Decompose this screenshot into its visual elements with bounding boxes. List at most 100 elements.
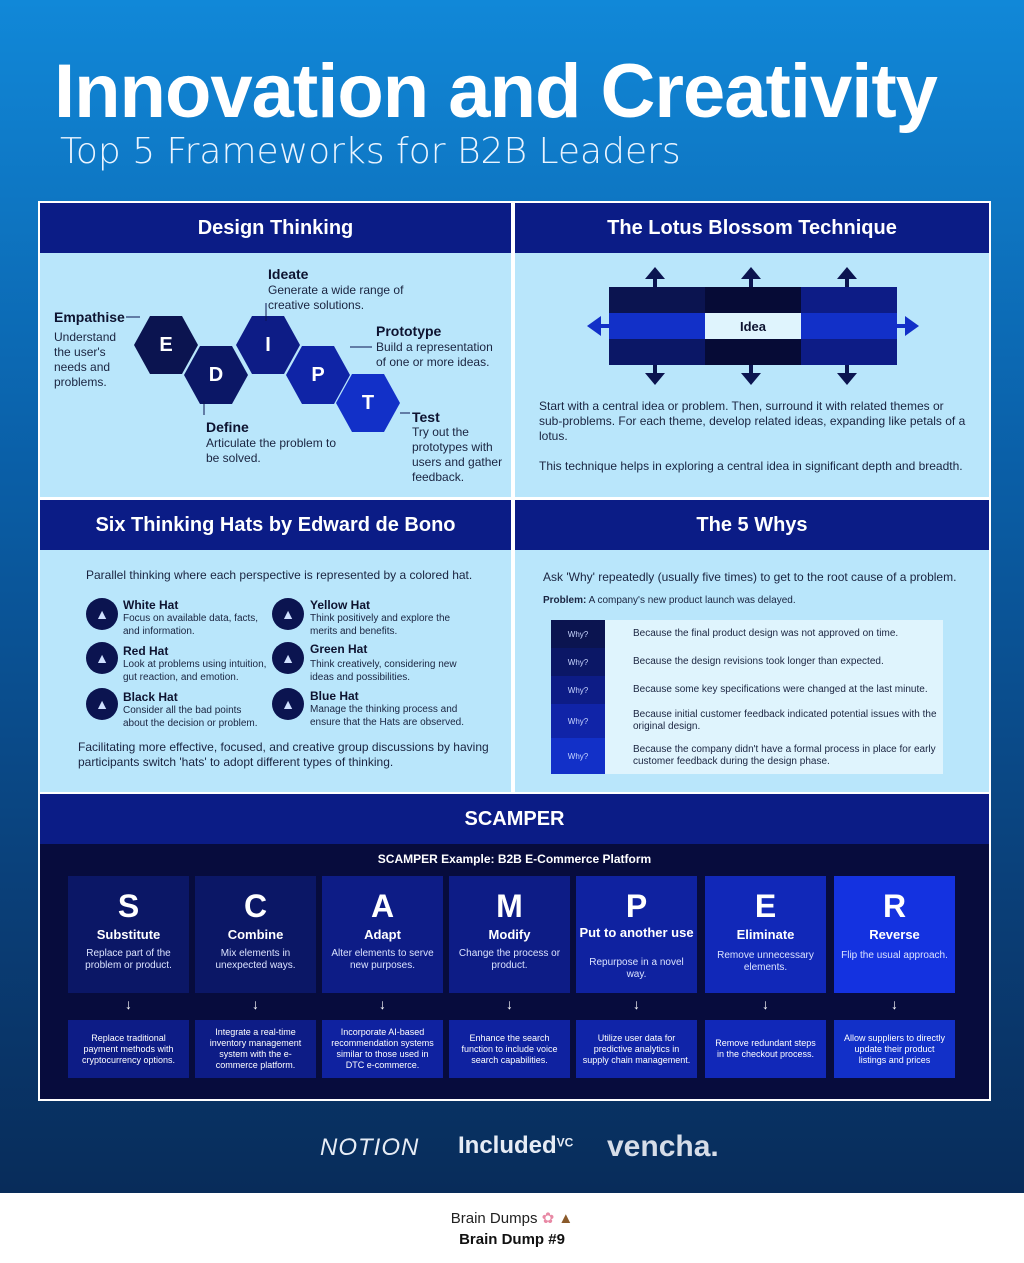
footer-brain-dumps: Brain Dumps <box>450 1210 538 1227</box>
brain-icon: ✿ <box>541 1210 555 1227</box>
card-desc: Flip the usual approach. <box>841 950 948 961</box>
page-subtitle: Top 5 Frameworks for B2B Leaders <box>60 131 681 172</box>
card-desc: Change the process or product. <box>458 948 561 971</box>
red-hat-name: Red Hat <box>123 644 169 658</box>
card-desc: Remove unnecessary elements. <box>717 950 814 973</box>
infographic-poster: Innovation and Creativity Top 5 Framewor… <box>0 0 1024 1193</box>
yellow-hat-desc: Think positively and explore the merits … <box>310 613 451 637</box>
scamper-example-c: Integrate a real-time inventory manageme… <box>195 1020 316 1078</box>
scamper-card-c: C Combine Mix elements in unexpected way… <box>195 876 316 993</box>
red-hat-icon: ▲ <box>86 642 118 674</box>
green-hat-name: Green Hat <box>310 642 368 656</box>
card-desc: Mix elements in unexpected ways. <box>215 948 296 971</box>
why-text-5: Because the company didn't have a formal… <box>633 744 936 767</box>
scamper-card-p: P Put to another use Repurpose in a nove… <box>576 876 697 993</box>
card-letter: M <box>496 888 523 924</box>
down-arrow-icon: ↓ <box>633 996 640 1012</box>
scamper-card-a: A Adapt Alter elements to serve new purp… <box>322 876 443 993</box>
footer: Brain Dumps ✿ ▲ Brain Dump #9 <box>0 1193 1024 1263</box>
design-thinking-title: Design Thinking <box>40 203 511 253</box>
footer-line-2: Brain Dump #9 <box>459 1231 565 1248</box>
yellow-hat-icon: ▲ <box>272 598 304 630</box>
footer-line-1: Brain Dumps ✿ ▲ <box>0 1209 1024 1227</box>
scamper-example-s: Replace traditional payment methods with… <box>68 1020 189 1078</box>
card-letter: P <box>625 888 648 924</box>
included-logo-text: Included <box>458 1132 557 1159</box>
scamper-card-e: E Eliminate Remove unnecessary elements. <box>705 876 826 993</box>
card-letter: R <box>882 888 907 924</box>
why-text-4: Because initial customer feedback indica… <box>633 709 937 732</box>
card-name: Combine <box>227 927 284 942</box>
prototype-desc: Build a representation of one or more id… <box>376 340 493 369</box>
design-thinking-connectors <box>126 303 410 415</box>
included-vc-logo: IncludedVC <box>458 1132 573 1160</box>
red-hat-desc: Look at problems using intuition, gut re… <box>123 659 267 683</box>
problem-label: Problem: <box>543 595 587 606</box>
whys-title: The 5 Whys <box>515 500 989 550</box>
prototype-label: Prototype <box>376 323 442 339</box>
lotus-grid: Idea <box>609 287 897 365</box>
scamper-example-m: Enhance the search function to include v… <box>449 1020 570 1078</box>
scamper-card-s: S Substitute Replace part of the problem… <box>68 876 189 993</box>
scamper-panel: SCAMPER SCAMPER Example: B2B E-Commerce … <box>38 792 991 1101</box>
white-hat-icon: ▲ <box>86 598 118 630</box>
hats-title: Six Thinking Hats by Edward de Bono <box>40 500 511 550</box>
hats-outro: Facilitating more effective, focused, an… <box>78 740 489 769</box>
page-title: Innovation and Creativity <box>54 49 938 134</box>
card-name: Put to another use <box>579 925 694 940</box>
lotus-desc-1: Start with a central idea or problem. Th… <box>539 399 966 443</box>
green-hat-icon: ▲ <box>272 642 304 674</box>
partner-logos: NOTION IncludedVC vencha. <box>0 1128 1024 1168</box>
why-tag: Why? <box>551 704 605 738</box>
why-tag: Why? <box>551 738 605 774</box>
white-hat-name: White Hat <box>123 598 179 612</box>
scamper-subtitle: SCAMPER Example: B2B E-Commerce Platform <box>377 852 652 866</box>
black-hat-icon: ▲ <box>86 688 118 720</box>
empathise-desc: Understand the user's needs and problems… <box>54 330 117 389</box>
scamper-card-r: R Reverse Flip the usual approach. <box>834 876 955 993</box>
hats-intro: Parallel thinking where each perspective… <box>86 568 473 582</box>
down-arrow-icon: ↓ <box>379 996 386 1012</box>
card-name: Substitute <box>96 927 161 942</box>
why-row-2: Why? Because the design revisions took l… <box>551 648 943 676</box>
card-desc: Replace part of the problem or product. <box>85 948 172 971</box>
card-desc: Alter elements to serve new purposes. <box>331 948 434 971</box>
card-desc: Repurpose in a novel way. <box>589 957 684 980</box>
empathise-label: Empathise <box>54 309 125 325</box>
down-arrow-icon: ↓ <box>125 996 132 1012</box>
test-label: Test <box>412 409 440 425</box>
scamper-card-m: M Modify Change the process or product. <box>449 876 570 993</box>
why-row-3: Why? Because some key specifications wer… <box>551 676 943 704</box>
down-arrow-icon: ↓ <box>252 996 259 1012</box>
down-arrow-icon: ↓ <box>762 996 769 1012</box>
scamper-example-p: Utilize user data for predictive analyti… <box>576 1020 697 1078</box>
ideate-desc: Generate a wide range of creative soluti… <box>268 283 404 312</box>
black-hat-name: Black Hat <box>123 690 178 704</box>
lotus-center-idea: Idea <box>705 313 801 339</box>
define-desc: Articulate the problem to be solved. <box>206 436 337 465</box>
card-letter: E <box>754 888 777 924</box>
down-arrow-icon: ↓ <box>891 996 898 1012</box>
scamper-example-r: Allow suppliers to directly update their… <box>834 1020 955 1078</box>
blue-hat-icon: ▲ <box>272 688 304 720</box>
define-label: Define <box>206 419 249 435</box>
why-tag: Why? <box>551 676 605 704</box>
notion-logo: NOTION <box>320 1134 420 1161</box>
poop-icon: ▲ <box>558 1210 574 1227</box>
design-thinking-panel: Design Thinking E D I P T Empathise Unde… <box>38 201 513 499</box>
green-hat-desc: Think creatively, considering new ideas … <box>310 659 457 683</box>
lotus-panel: The Lotus Blossom Technique Idea <box>513 201 991 499</box>
black-hat-desc: Consider all the bad points about the de… <box>123 705 258 729</box>
card-name: Modify <box>488 927 531 942</box>
why-tag: Why? <box>551 648 605 676</box>
card-letter: S <box>117 888 140 924</box>
included-logo-sup: VC <box>556 1135 574 1150</box>
why-tag: Why? <box>551 620 605 648</box>
hats-panel: Six Thinking Hats by Edward de Bono Para… <box>38 498 513 794</box>
why-text-1: Because the final product design was not… <box>633 628 899 639</box>
why-text-2: Because the design revisions took longer… <box>633 656 884 667</box>
vencha-logo: vencha. <box>607 1130 719 1163</box>
whys-intro: Ask 'Why' repeatedly (usually five times… <box>543 570 957 584</box>
problem-text: A company's new product launch was delay… <box>588 595 796 606</box>
lotus-arrows <box>587 267 919 385</box>
